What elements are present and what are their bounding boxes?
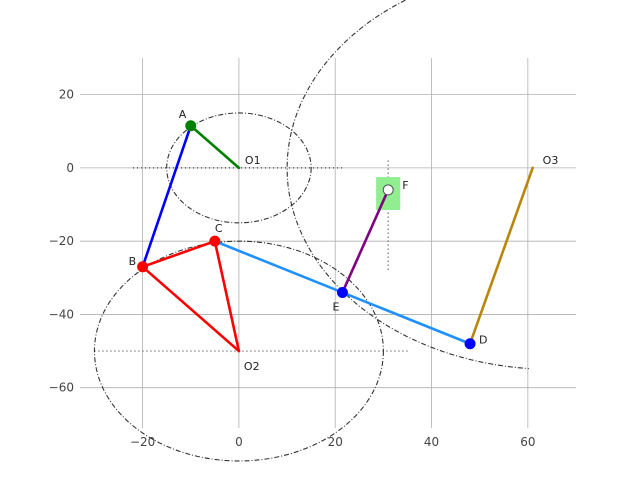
joint-d — [464, 338, 476, 350]
x-tick-label-3: 40 — [424, 435, 439, 449]
label-a: A — [179, 108, 187, 121]
trace-circle-1 — [93, 240, 384, 462]
x-tick-label-2: 20 — [328, 435, 343, 449]
grid — [80, 58, 576, 428]
link-d-o3 — [468, 166, 534, 346]
link-o2-b — [141, 265, 241, 353]
link-e-f — [341, 188, 390, 294]
joint-a — [185, 120, 197, 132]
links — [141, 124, 534, 353]
label-f: F — [402, 179, 408, 192]
label-o3: O3 — [543, 154, 559, 167]
label-d: D — [479, 334, 487, 347]
x-tick-label-1: 0 — [235, 435, 243, 449]
joint-b — [137, 261, 149, 273]
y-tick-label-4: −60 — [49, 381, 74, 395]
y-tick-label-1: 0 — [66, 161, 74, 175]
y-tick-label-2: −20 — [49, 234, 74, 248]
trace-arc-0 — [286, 0, 529, 370]
joint-f — [382, 184, 394, 196]
link-b-c — [141, 239, 217, 269]
tick-labels: −20 0 20 40 60 20 0 −20 −40 −60 — [49, 88, 536, 449]
label-c: C — [215, 222, 223, 235]
y-tick-label-3: −40 — [49, 307, 74, 321]
x-tick-label-0: −20 — [130, 435, 155, 449]
label-b: B — [129, 255, 137, 268]
trace-circle-0 — [166, 112, 312, 224]
link-a-o1 — [189, 124, 241, 170]
link-a-b — [141, 124, 193, 269]
joints — [137, 120, 476, 350]
joint-labels: A O1B C O2 E D F O3 — [129, 108, 559, 373]
label-e: E — [332, 300, 339, 313]
link-c-o2 — [213, 239, 241, 353]
label-o1: O1 — [245, 154, 261, 167]
joint-c — [209, 235, 221, 247]
x-tick-label-4: 60 — [520, 435, 535, 449]
trace-paths — [93, 0, 529, 462]
label-o2: O2 — [244, 360, 260, 373]
y-tick-label-0: 20 — [59, 88, 74, 102]
joint-e — [336, 286, 348, 298]
